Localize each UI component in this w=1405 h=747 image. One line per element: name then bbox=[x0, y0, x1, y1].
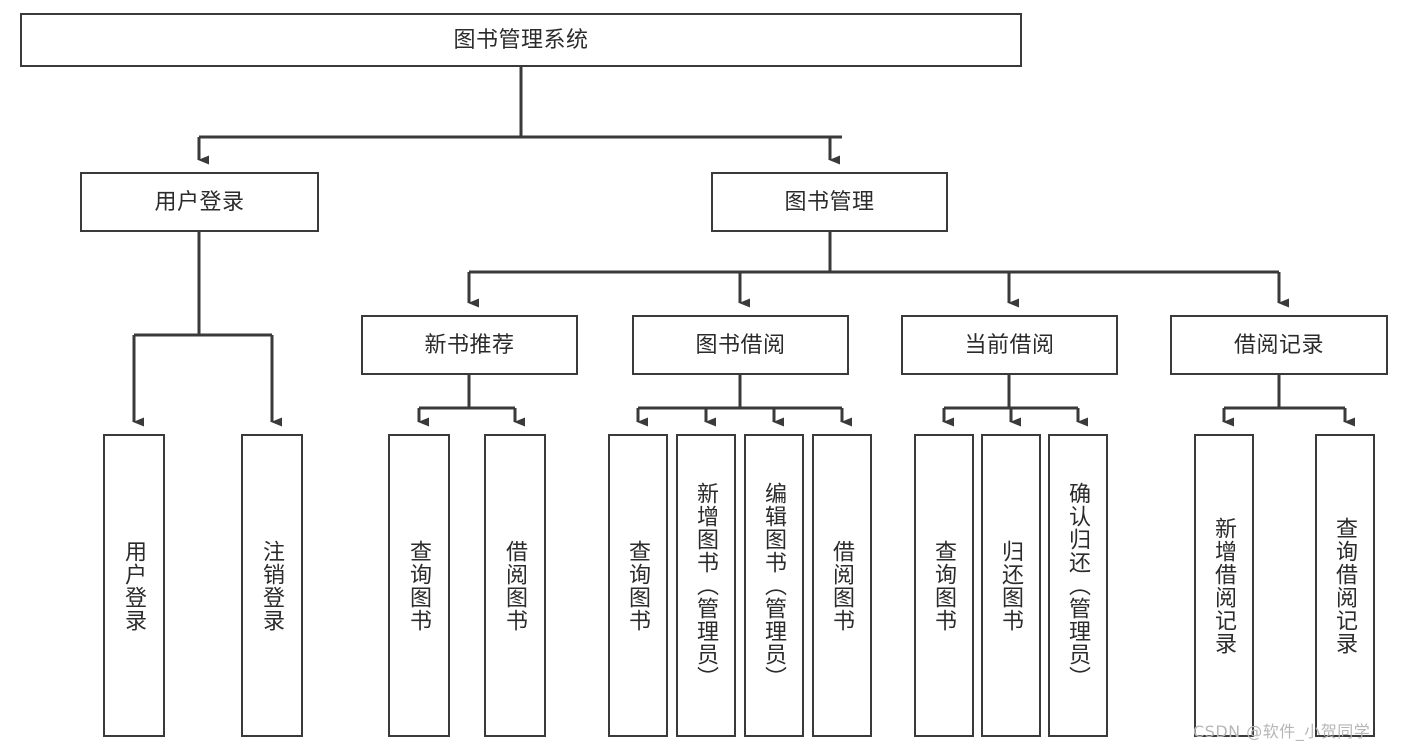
node-book-borrow-label: 图书借阅 bbox=[695, 331, 786, 357]
node-current-borrow-label: 当前借阅 bbox=[964, 331, 1055, 357]
node-leaf-user-logout[interactable]: 注销登录 bbox=[241, 434, 303, 737]
node-book-manage-label: 图书管理 bbox=[784, 188, 875, 214]
node-user-login-label: 用户登录 bbox=[154, 188, 245, 214]
node-leaf-query-book-borrow-label: 查询图书 bbox=[625, 539, 651, 632]
node-user-login[interactable]: 用户登录 bbox=[80, 172, 319, 232]
node-leaf-return-book-label: 归还图书 bbox=[998, 539, 1024, 632]
node-leaf-query-book-current[interactable]: 查询图书 bbox=[914, 434, 974, 737]
node-leaf-borrow-book-rec-label: 借阅图书 bbox=[502, 539, 528, 632]
node-leaf-borrow-book[interactable]: 借阅图书 bbox=[812, 434, 872, 737]
node-borrow-record[interactable]: 借阅记录 bbox=[1170, 315, 1388, 375]
watermark-text: CSDN @软件_小贺同学 bbox=[1193, 722, 1371, 741]
node-borrow-record-label: 借阅记录 bbox=[1233, 331, 1324, 357]
node-leaf-add-book-admin[interactable]: 新增图书（管理员） bbox=[676, 434, 736, 737]
node-leaf-query-borrow-record[interactable]: 查询借阅记录 bbox=[1315, 434, 1375, 737]
node-new-book-recommend[interactable]: 新书推荐 bbox=[361, 315, 578, 375]
node-root-system[interactable]: 图书管理系统 bbox=[20, 13, 1022, 67]
node-leaf-query-borrow-record-label: 查询借阅记录 bbox=[1332, 516, 1358, 655]
node-leaf-return-book[interactable]: 归还图书 bbox=[981, 434, 1041, 737]
node-leaf-query-book-current-label: 查询图书 bbox=[931, 539, 957, 632]
node-leaf-borrow-book-rec[interactable]: 借阅图书 bbox=[484, 434, 546, 737]
node-leaf-edit-book-admin-label: 编辑图书（管理员） bbox=[761, 482, 787, 689]
node-book-borrow[interactable]: 图书借阅 bbox=[632, 315, 849, 375]
node-leaf-add-borrow-record[interactable]: 新增借阅记录 bbox=[1194, 434, 1254, 737]
node-new-book-recommend-label: 新书推荐 bbox=[424, 331, 515, 357]
node-leaf-add-book-admin-label: 新增图书（管理员） bbox=[693, 482, 719, 689]
node-root-label: 图书管理系统 bbox=[453, 26, 589, 52]
node-leaf-query-book-rec-label: 查询图书 bbox=[406, 539, 432, 632]
node-leaf-query-book-borrow[interactable]: 查询图书 bbox=[608, 434, 668, 737]
node-leaf-user-logout-label: 注销登录 bbox=[259, 539, 285, 632]
node-leaf-borrow-book-label: 借阅图书 bbox=[829, 539, 855, 632]
node-leaf-user-login[interactable]: 用户登录 bbox=[103, 434, 165, 737]
node-current-borrow[interactable]: 当前借阅 bbox=[901, 315, 1118, 375]
node-leaf-confirm-return-admin-label: 确认归还（管理员） bbox=[1065, 482, 1091, 689]
node-leaf-add-borrow-record-label: 新增借阅记录 bbox=[1211, 516, 1237, 655]
node-leaf-query-book-rec[interactable]: 查询图书 bbox=[388, 434, 450, 737]
node-leaf-confirm-return-admin[interactable]: 确认归还（管理员） bbox=[1048, 434, 1108, 737]
node-book-manage[interactable]: 图书管理 bbox=[711, 172, 948, 232]
node-leaf-edit-book-admin[interactable]: 编辑图书（管理员） bbox=[744, 434, 804, 737]
node-leaf-user-login-label: 用户登录 bbox=[121, 539, 147, 632]
